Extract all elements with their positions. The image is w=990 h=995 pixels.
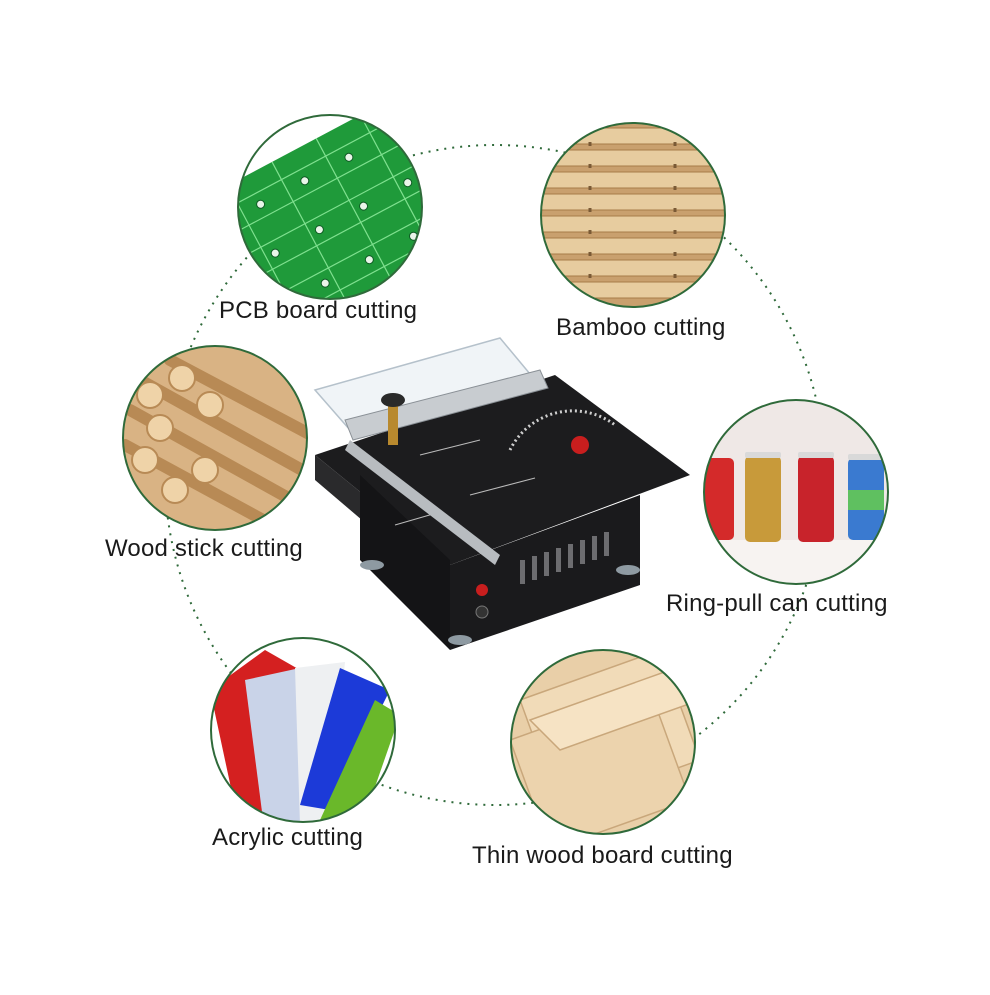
- bamboo-mat-photo: [540, 122, 726, 308]
- caption-bamboo: Bamboo cutting: [556, 314, 726, 341]
- acrylic-sheets-photo: [210, 637, 396, 823]
- caption-thin-wood: Thin wood board cutting: [472, 842, 733, 869]
- wood-sticks-photo: [122, 345, 308, 531]
- caption-pcb: PCB board cutting: [219, 297, 418, 324]
- mini-table-saw-photo: [313, 337, 690, 650]
- caption-acrylic: Acrylic cutting: [212, 824, 364, 851]
- caption-ring-pull-can: Ring-pull can cutting: [666, 590, 888, 617]
- thin-wood-photo: [510, 649, 696, 835]
- cans-photo: [703, 399, 889, 585]
- caption-wood-stick: Wood stick cutting: [105, 535, 303, 562]
